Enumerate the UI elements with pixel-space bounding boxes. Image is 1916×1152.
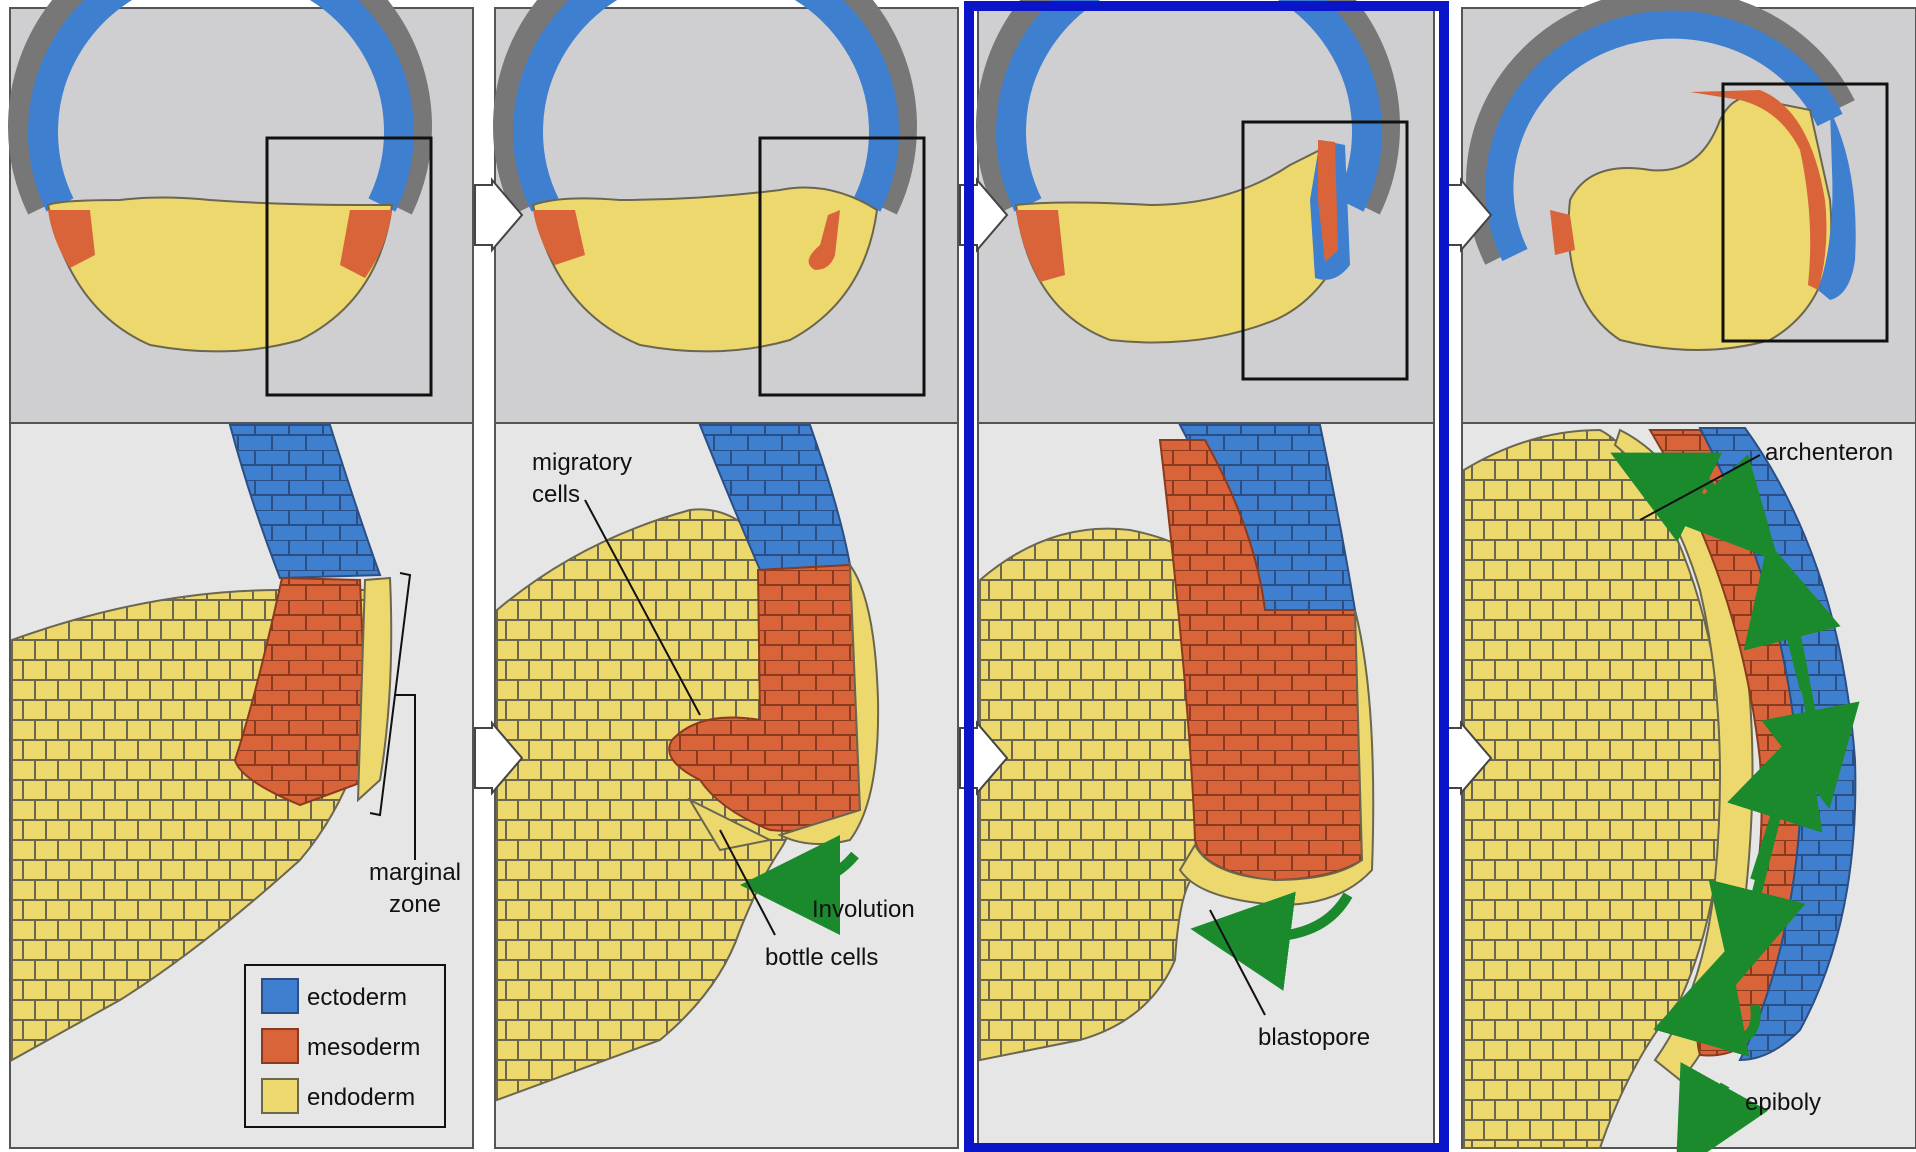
archenteron-label: archenteron	[1765, 439, 1893, 466]
legend-label-endoderm: endoderm	[307, 1084, 415, 1111]
marginal-zone-label: marginal	[369, 859, 461, 886]
bottle-cells-label: bottle cells	[765, 944, 878, 971]
legend-swatch-ectoderm	[262, 979, 298, 1013]
legend-label-mesoderm: mesoderm	[307, 1034, 420, 1061]
marginal-zone-label: zone	[389, 891, 441, 918]
involution-label: Involution	[812, 896, 915, 923]
epiboly-label: epiboly	[1745, 1089, 1821, 1116]
migratory-cells-label: migratory	[532, 449, 632, 476]
migratory-cells-label: cells	[532, 481, 580, 508]
legend-swatch-endoderm	[262, 1079, 298, 1113]
legend-swatch-mesoderm	[262, 1029, 298, 1063]
blastopore-label: blastopore	[1258, 1024, 1370, 1051]
legend: ectoderm mesoderm endoderm	[245, 965, 445, 1127]
legend-label-ectoderm: ectoderm	[307, 984, 407, 1011]
